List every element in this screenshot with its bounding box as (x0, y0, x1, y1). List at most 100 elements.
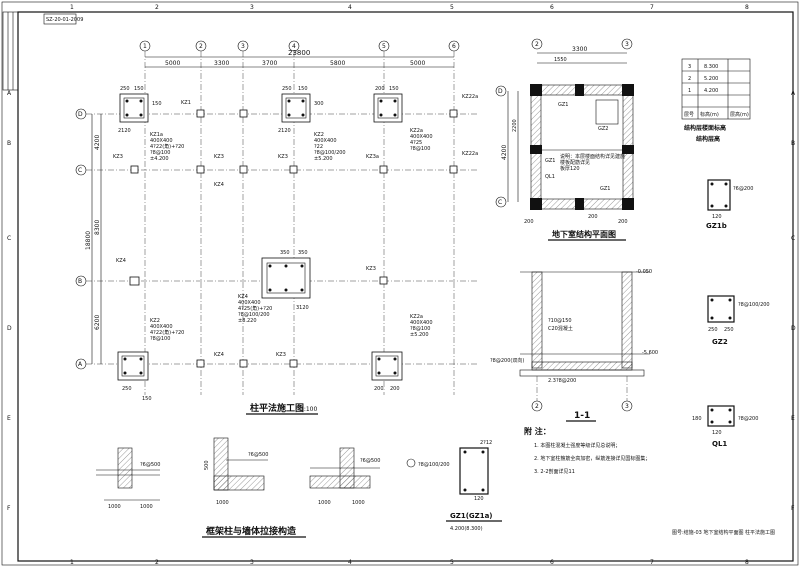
svg-text:120: 120 (712, 430, 722, 436)
svg-text:180: 180 (692, 416, 702, 422)
svg-text:D: D (791, 325, 796, 332)
svg-text:2: 2 (155, 559, 159, 566)
svg-text:250: 250 (120, 86, 130, 92)
svg-text:?8@100/200: ?8@100/200 (418, 462, 450, 468)
svg-text:?8@100: ?8@100 (410, 146, 430, 152)
svg-text:350: 350 (298, 250, 308, 256)
svg-text:?8@100: ?8@100 (150, 336, 170, 342)
dim-total-depth: 18800 (85, 231, 92, 250)
note-3: 3. 2-2剖面详见11 (534, 468, 575, 475)
svg-text:1000: 1000 (140, 504, 153, 510)
svg-text:C: C (791, 235, 795, 242)
axis-5-label: 5 (382, 43, 386, 50)
svg-text:250: 250 (708, 327, 718, 333)
connection-detail-1: ?6@500 1000 1000 (96, 447, 160, 510)
svg-text:GZ1: GZ1 (558, 102, 568, 108)
column-table-kz2: KZ2 400X400 ?22 ?8@100/200 ±5.200 (314, 132, 346, 162)
svg-text:150: 150 (152, 101, 162, 107)
svg-text:8: 8 (745, 559, 749, 566)
svg-text:F: F (791, 505, 795, 512)
svg-text:2120: 2120 (278, 128, 291, 134)
note-1: 1. 本图柱混凝土强度等级详见总说明； (534, 442, 620, 449)
svg-text:400X400: 400X400 (238, 300, 261, 306)
tag-kz1: KZ1 (181, 100, 191, 106)
svg-text:250: 250 (724, 327, 734, 333)
zone-col-3: 3 (250, 4, 254, 11)
svg-text:楼板配筋详见: 楼板配筋详见 (560, 159, 590, 166)
note-2: 2. 地下室柱箍筋全高加密，纵筋连接详见国标图集； (534, 455, 650, 462)
svg-text:400X400: 400X400 (150, 324, 173, 330)
svg-text:1000: 1000 (216, 500, 229, 506)
svg-text:150: 150 (389, 86, 399, 92)
tag-kz3-a4: KZ3 (276, 352, 286, 358)
axis-B-label: B (78, 278, 82, 285)
tag-kz22a: KZ22a (462, 94, 478, 100)
svg-text:3: 3 (688, 64, 691, 70)
svg-text:200: 200 (524, 219, 534, 225)
svg-text:5: 5 (450, 559, 454, 566)
svg-text:250: 250 (122, 386, 132, 392)
svg-text:200: 200 (588, 214, 598, 220)
svg-text:?6@200: ?6@200 (733, 186, 753, 192)
detail-ql1-title: QL1 (712, 440, 727, 448)
detail-gz1b-title: GZ1b (706, 222, 727, 230)
axis-A-label: A (78, 361, 83, 368)
svg-text:?8@100: ?8@100 (150, 150, 170, 156)
dim-span-left-2: 8300 (94, 220, 101, 235)
zone-markers-left: A B C D E F (7, 90, 12, 512)
axis-1-label: 1 (143, 43, 147, 50)
svg-text:2: 2 (688, 76, 691, 82)
svg-text:1000: 1000 (318, 500, 331, 506)
svg-text:500: 500 (204, 460, 210, 470)
notes-heading: 附 注： (524, 426, 551, 436)
svg-text:C: C (7, 235, 11, 242)
svg-text:200: 200 (390, 386, 400, 392)
svg-text:2120: 2120 (118, 128, 131, 134)
svg-text:板厚120: 板厚120 (560, 165, 580, 172)
column-table-kz1a: KZ1a 400X400 4?22(角)+?20 ?8@100 ±4.200 (150, 132, 184, 162)
column-table-kz2-a: KZ2 400X400 4?22(角)+?20 ?8@100 (150, 318, 184, 342)
svg-text:?8@200(双向): ?8@200(双向) (490, 357, 524, 364)
svg-text:350: 350 (280, 250, 290, 256)
svg-text:120: 120 (474, 496, 484, 502)
tag-kz3-c1: KZ3 (113, 154, 123, 160)
plan-dimension-top: 23800 5000 3300 3700 5800 5000 (145, 49, 454, 68)
column-detail-d1: 250 150 150 2120 (118, 86, 162, 134)
svg-text:KZ2a: KZ2a (410, 314, 423, 320)
axis-4-label: 4 (292, 43, 296, 50)
tag-kz22a-c6: KZ22a (462, 151, 478, 157)
axis-6-label: 6 (452, 43, 456, 50)
svg-text:?6@500: ?6@500 (140, 462, 160, 468)
level-table-caption2: 结构层高 (696, 135, 720, 143)
svg-text:150: 150 (142, 396, 152, 402)
axis-C-label: C (78, 167, 82, 174)
svg-text:层号: 层号 (684, 112, 694, 118)
svg-text:C20混凝土: C20混凝土 (548, 325, 573, 332)
svg-text:GZ1: GZ1 (545, 158, 555, 164)
tag-kz4-c: KZ4 (214, 182, 224, 188)
detail-gz1: ?8@100/200 2?12 120 GZ1(GZ1a) 4.200(8.30… (406, 440, 502, 532)
tag-kz3-c4: KZ3 (278, 154, 288, 160)
svg-text:400X400: 400X400 (410, 320, 433, 326)
level-table: 3 8.300 2 5.200 1 4.200 层号 标高(m) 层高(m) 结… (681, 58, 751, 143)
svg-text:4: 4 (348, 559, 352, 566)
zone-row-A: A (7, 90, 12, 97)
gz1-subtitle: 4.200(8.300) (450, 526, 483, 532)
detail-gz2: ?8@100/200 250 250 GZ2 (707, 295, 770, 346)
svg-text:7: 7 (650, 559, 654, 566)
svg-text:?8@100/200: ?8@100/200 (238, 312, 270, 318)
svg-text:KZ1a: KZ1a (150, 132, 163, 138)
svg-text:250: 250 (282, 86, 292, 92)
column-table-kz4: KZ4 400X400 4?25(角)+?20 ?8@100/200 ±8.22… (238, 294, 272, 324)
svg-text:?6@500: ?6@500 (248, 452, 268, 458)
plan-scale: 1:100 (300, 406, 317, 413)
zone-markers-right: A B C D E F (791, 90, 796, 512)
svg-text:1: 1 (70, 559, 74, 566)
svg-text:4?25(角)+?20: 4?25(角)+?20 (238, 305, 272, 312)
detail-gz1b: ?6@200 120 GZ1b (706, 179, 753, 230)
svg-text:4?25: 4?25 (410, 140, 422, 146)
gz1-title: GZ1(GZ1a) (450, 512, 493, 520)
svg-text:E: E (791, 415, 795, 422)
svg-text:说明：本层楼面结构详见建施: 说明：本层楼面结构详见建施 (560, 153, 625, 160)
svg-text:4?22(角)+?20: 4?22(角)+?20 (150, 143, 184, 150)
